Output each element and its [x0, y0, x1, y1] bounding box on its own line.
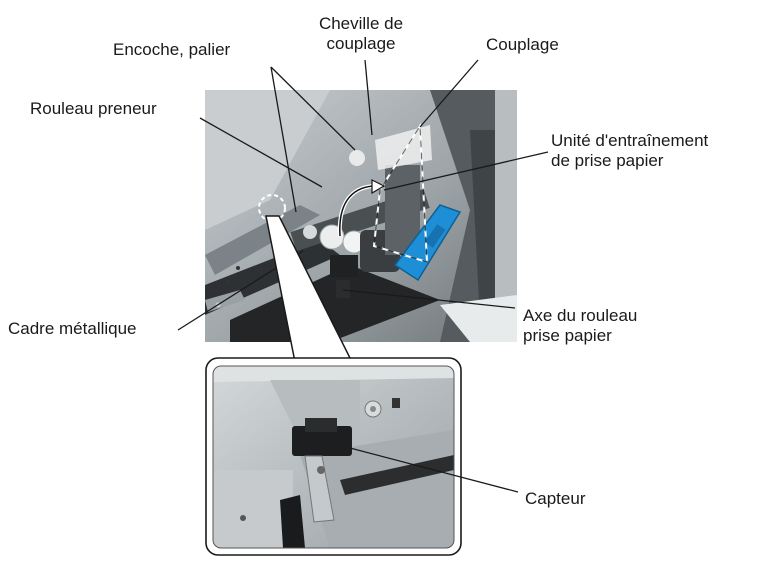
label-coupling-pin-line1: Cheville de	[318, 14, 404, 33]
main-photo	[205, 90, 517, 342]
label-coupling: Couplage	[486, 35, 559, 54]
label-drive-unit: Unité d'entraînement de prise papier	[551, 131, 708, 171]
callout-lines	[177, 59, 549, 331]
label-sensor: Capteur	[525, 489, 586, 508]
label-coupling-pin-line2: couplage	[326, 34, 396, 53]
drive-unit-dashed-outline	[372, 122, 429, 264]
inset-photo	[205, 357, 462, 556]
label-notch-bearing: Encoche, palier	[113, 40, 231, 59]
label-roller-shaft: Axe du rouleau prise papier	[523, 306, 637, 346]
label-drive-unit-line1: Unité d'entraînement	[551, 131, 709, 150]
label-pickup-roller: Rouleau preneur	[30, 99, 157, 118]
sensor-dashed-circle	[258, 194, 286, 222]
label-metal-frame: Cadre métallique	[8, 319, 137, 338]
label-coupling-pin: Cheville de couplage	[300, 14, 422, 54]
label-roller-shaft-line1: Axe du rouleau	[523, 306, 638, 325]
label-roller-shaft-line2: prise papier	[523, 326, 612, 345]
label-drive-unit-line2: de prise papier	[551, 151, 664, 170]
